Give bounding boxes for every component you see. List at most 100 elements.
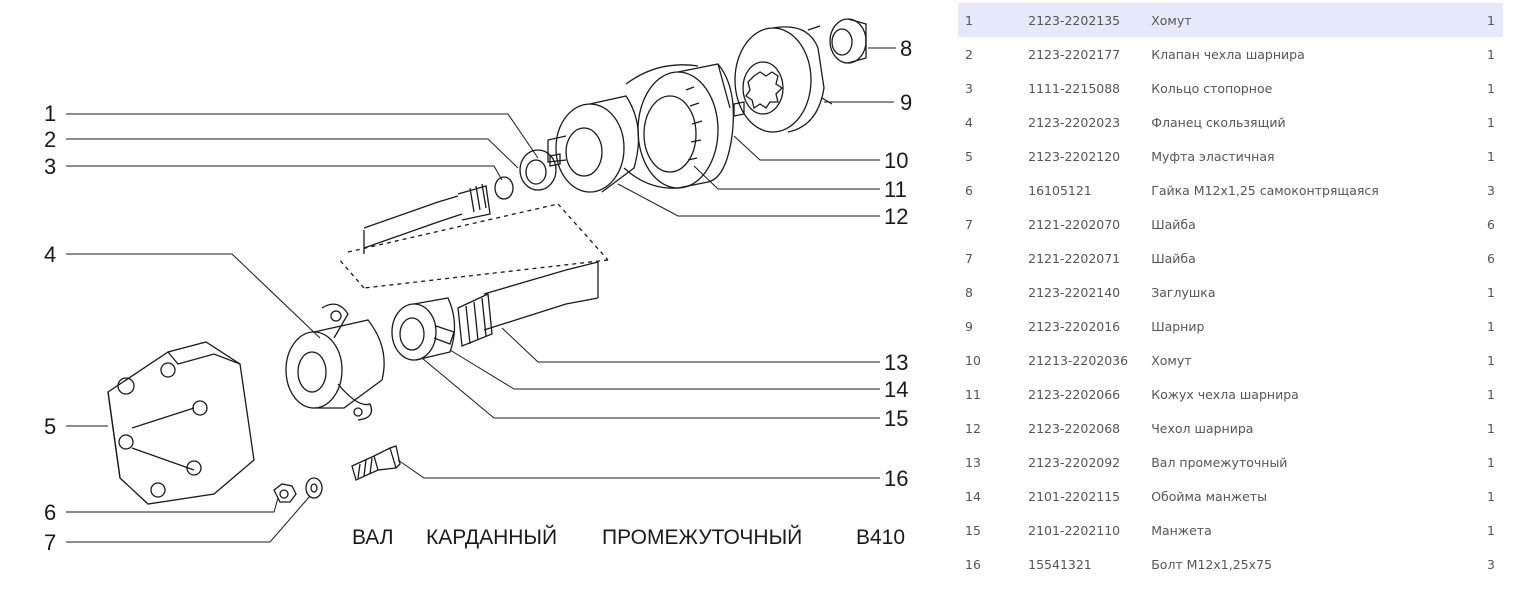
row-quantity: 1 <box>1487 46 1495 62</box>
part-plug <box>829 18 867 64</box>
row-position: 15 <box>965 522 981 538</box>
callout-6: 6 <box>44 500 56 525</box>
row-position: 8 <box>965 284 973 300</box>
row-part-name: Шайба <box>1151 250 1196 266</box>
parts-row[interactable]: 11 2123-2202066 Кожух чехла шарнира 1 <box>958 377 1503 411</box>
callout-9: 9 <box>900 90 912 115</box>
row-position: 11 <box>965 386 981 402</box>
leader-lines <box>66 47 896 543</box>
row-quantity: 1 <box>1487 386 1495 402</box>
callout-2: 2 <box>44 127 56 152</box>
row-quantity: 6 <box>1487 250 1495 266</box>
row-part-name: Болт M12x1,25x75 <box>1151 556 1272 572</box>
part-seal <box>391 297 456 361</box>
row-position: 1 <box>965 12 973 28</box>
row-quantity: 1 <box>1487 352 1495 368</box>
row-position: 4 <box>965 114 973 130</box>
row-position: 9 <box>965 318 973 334</box>
part-boot <box>547 95 640 193</box>
row-quantity: 1 <box>1487 522 1495 538</box>
callout-7: 7 <box>44 530 56 555</box>
parts-row[interactable]: 1 2123-2202135 Хомут 1 <box>958 3 1503 37</box>
row-position: 3 <box>965 80 973 96</box>
part-nut <box>273 483 297 503</box>
row-part-name: Обойма манжеты <box>1151 488 1267 504</box>
row-part-name: Муфта эластичная <box>1151 148 1275 164</box>
row-quantity: 1 <box>1487 148 1495 164</box>
row-part-number: 2123-2202016 <box>1028 318 1121 334</box>
callout-3: 3 <box>44 154 56 179</box>
row-part-number: 21213-2202036 <box>1028 352 1129 368</box>
caption-code: B410 <box>856 526 905 549</box>
row-part-name: Клапан чехла шарнира <box>1151 46 1305 62</box>
row-part-number: 2101-2202115 <box>1028 488 1121 504</box>
row-quantity: 1 <box>1487 284 1495 300</box>
part-sliding-flange <box>285 303 385 421</box>
callout-14: 14 <box>884 377 908 402</box>
row-part-number: 2123-2202066 <box>1028 386 1121 402</box>
row-part-number: 15541321 <box>1028 556 1092 572</box>
row-position: 12 <box>965 420 981 436</box>
parts-diagram: 1 2 3 4 5 6 7 8 9 10 11 12 13 14 15 16 В… <box>18 8 938 580</box>
callout-13: 13 <box>884 350 908 375</box>
row-position: 5 <box>965 148 973 164</box>
parts-row[interactable]: 15 2101-2202110 Манжета 1 <box>958 513 1503 547</box>
row-position: 14 <box>965 488 981 504</box>
row-part-number: 2123-2202068 <box>1028 420 1121 436</box>
callout-4: 4 <box>44 242 56 267</box>
callout-15: 15 <box>884 406 908 431</box>
row-part-name: Хомут <box>1151 352 1192 368</box>
row-part-number: 2123-2202177 <box>1028 46 1121 62</box>
row-quantity: 1 <box>1487 454 1495 470</box>
row-position: 13 <box>965 454 981 470</box>
parts-row[interactable]: 14 2101-2202115 Обойма манжеты 1 <box>958 479 1503 513</box>
row-part-name: Манжета <box>1151 522 1212 538</box>
diagram-caption: ВАЛ КАРДАННЫЙ ПРОМЕЖУТОЧНЫЙ B410 <box>352 525 905 549</box>
parts-row[interactable]: 16 15541321 Болт M12x1,25x75 3 <box>958 547 1503 581</box>
row-part-number: 2123-2202135 <box>1028 12 1121 28</box>
parts-row[interactable]: 12 2123-2202068 Чехол шарнира 1 <box>958 411 1503 445</box>
row-position: 16 <box>965 556 981 572</box>
parts-row[interactable]: 13 2123-2202092 Вал промежуточный 1 <box>958 445 1503 479</box>
callout-1: 1 <box>44 101 56 126</box>
parts-row[interactable]: 10 21213-2202036 Хомут 1 <box>958 343 1503 377</box>
row-part-number: 2121-2202071 <box>1028 250 1121 266</box>
row-quantity: 3 <box>1487 182 1495 198</box>
row-quantity: 1 <box>1487 420 1495 436</box>
row-part-name: Заглушка <box>1151 284 1216 300</box>
row-position: 7 <box>965 216 973 232</box>
callout-16: 16 <box>884 466 908 491</box>
row-quantity: 3 <box>1487 556 1495 572</box>
row-part-name: Кожух чехла шарнира <box>1151 386 1299 402</box>
part-washer <box>305 477 323 499</box>
row-part-name: Вал промежуточный <box>1151 454 1288 470</box>
row-quantity: 1 <box>1487 488 1495 504</box>
row-quantity: 1 <box>1487 114 1495 130</box>
row-part-name: Чехол шарнира <box>1151 420 1254 436</box>
part-hinge <box>734 25 833 133</box>
part-clamp-small <box>494 149 561 200</box>
row-quantity: 1 <box>1487 12 1495 28</box>
row-part-name: Хомут <box>1151 12 1192 28</box>
row-part-number: 2101-2202110 <box>1028 522 1121 538</box>
caption-word-2: КАРДАННЫЙ <box>426 525 557 549</box>
row-part-name: Шайба <box>1151 216 1196 232</box>
caption-word-1: ВАЛ <box>352 526 394 549</box>
row-part-number: 2123-2202092 <box>1028 454 1121 470</box>
callout-5: 5 <box>44 414 56 439</box>
row-position: 10 <box>965 352 981 368</box>
row-part-name: Фланец скользящий <box>1151 114 1286 130</box>
callout-10: 10 <box>884 148 908 173</box>
